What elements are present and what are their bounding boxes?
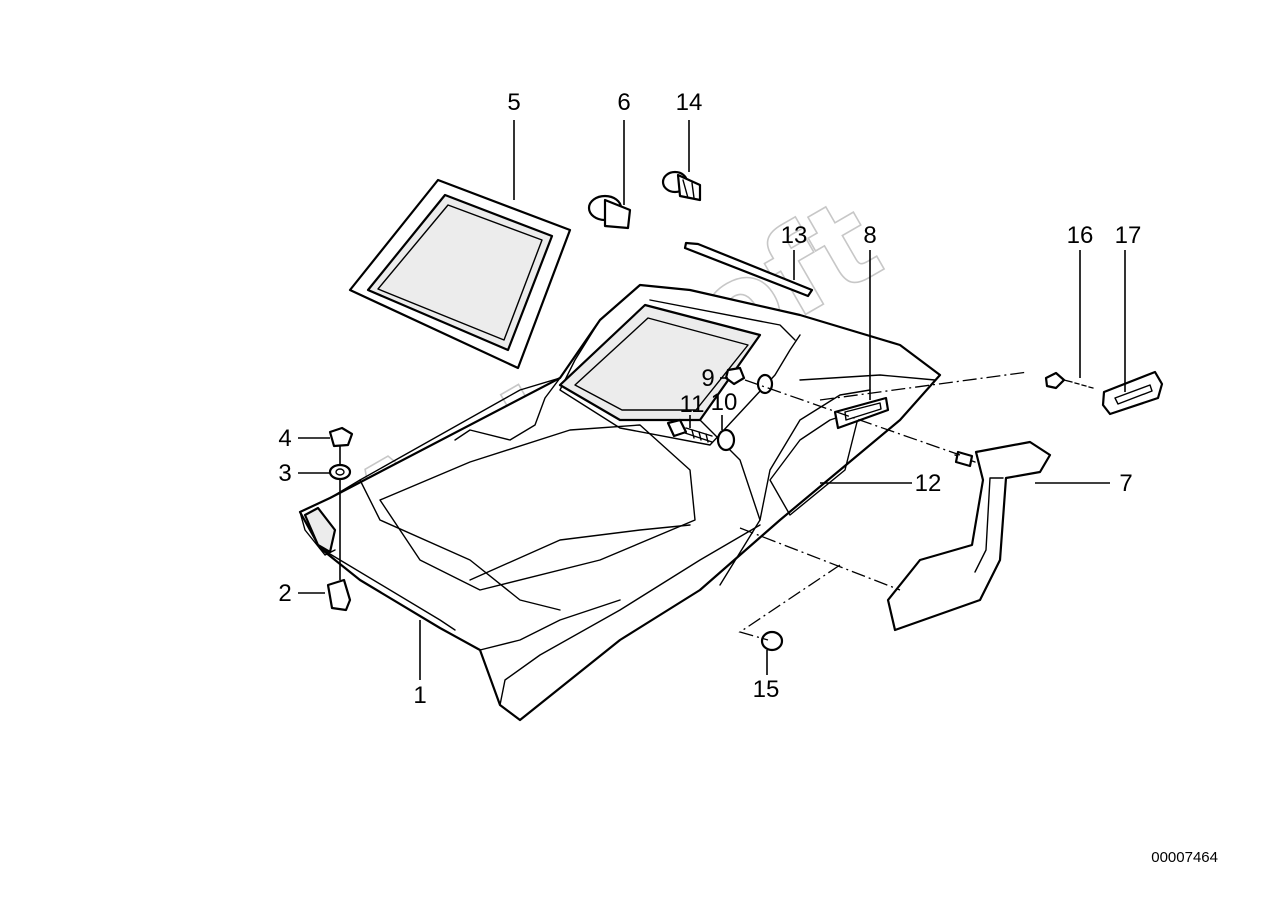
part-5-window-frame: [348, 178, 572, 370]
part-8-emblem: [833, 396, 890, 430]
part-10-washer: [716, 428, 736, 452]
callout-4: 4: [278, 425, 291, 452]
part-13-trim-strip: [683, 241, 814, 298]
part-7-grab-handle: [886, 440, 1052, 632]
callout-9: 9: [701, 365, 714, 392]
callout-1: 1: [413, 682, 426, 709]
callout-2: 2: [278, 580, 291, 607]
part-14-expansion-rivet: [661, 170, 702, 202]
callout-6: 6: [617, 89, 630, 116]
callout-11: 11: [680, 391, 705, 418]
grommet: [756, 373, 774, 395]
callout-13: 13: [781, 222, 808, 249]
part-15-plug: [760, 630, 784, 652]
callout-3: 3: [278, 460, 291, 487]
callout-10: 10: [711, 389, 738, 416]
callout-16: 16: [1067, 222, 1094, 249]
callout-14: 14: [676, 89, 703, 116]
assembly-lines: [738, 371, 1029, 641]
callout-15: 15: [753, 676, 780, 703]
part-4-screw: [328, 426, 354, 448]
part-6-push-rivet: [587, 194, 632, 230]
part-3-washer: [328, 463, 352, 481]
part-2-clip-nut: [326, 578, 352, 612]
document-number: 00007464: [1151, 849, 1218, 866]
part-9-nut: [724, 366, 746, 386]
callout-7: 7: [1119, 470, 1132, 497]
leader-lines: [298, 120, 1126, 680]
callout-12: 12: [915, 470, 942, 497]
part-16-screw: [1044, 371, 1094, 390]
callout-17: 17: [1115, 222, 1142, 249]
part-1-trim-panel: [298, 283, 942, 722]
part-11-bolt: [666, 418, 713, 443]
callout-5: 5: [507, 89, 520, 116]
callout-8: 8: [863, 222, 876, 249]
part-17-cover-cap: [1101, 370, 1164, 416]
